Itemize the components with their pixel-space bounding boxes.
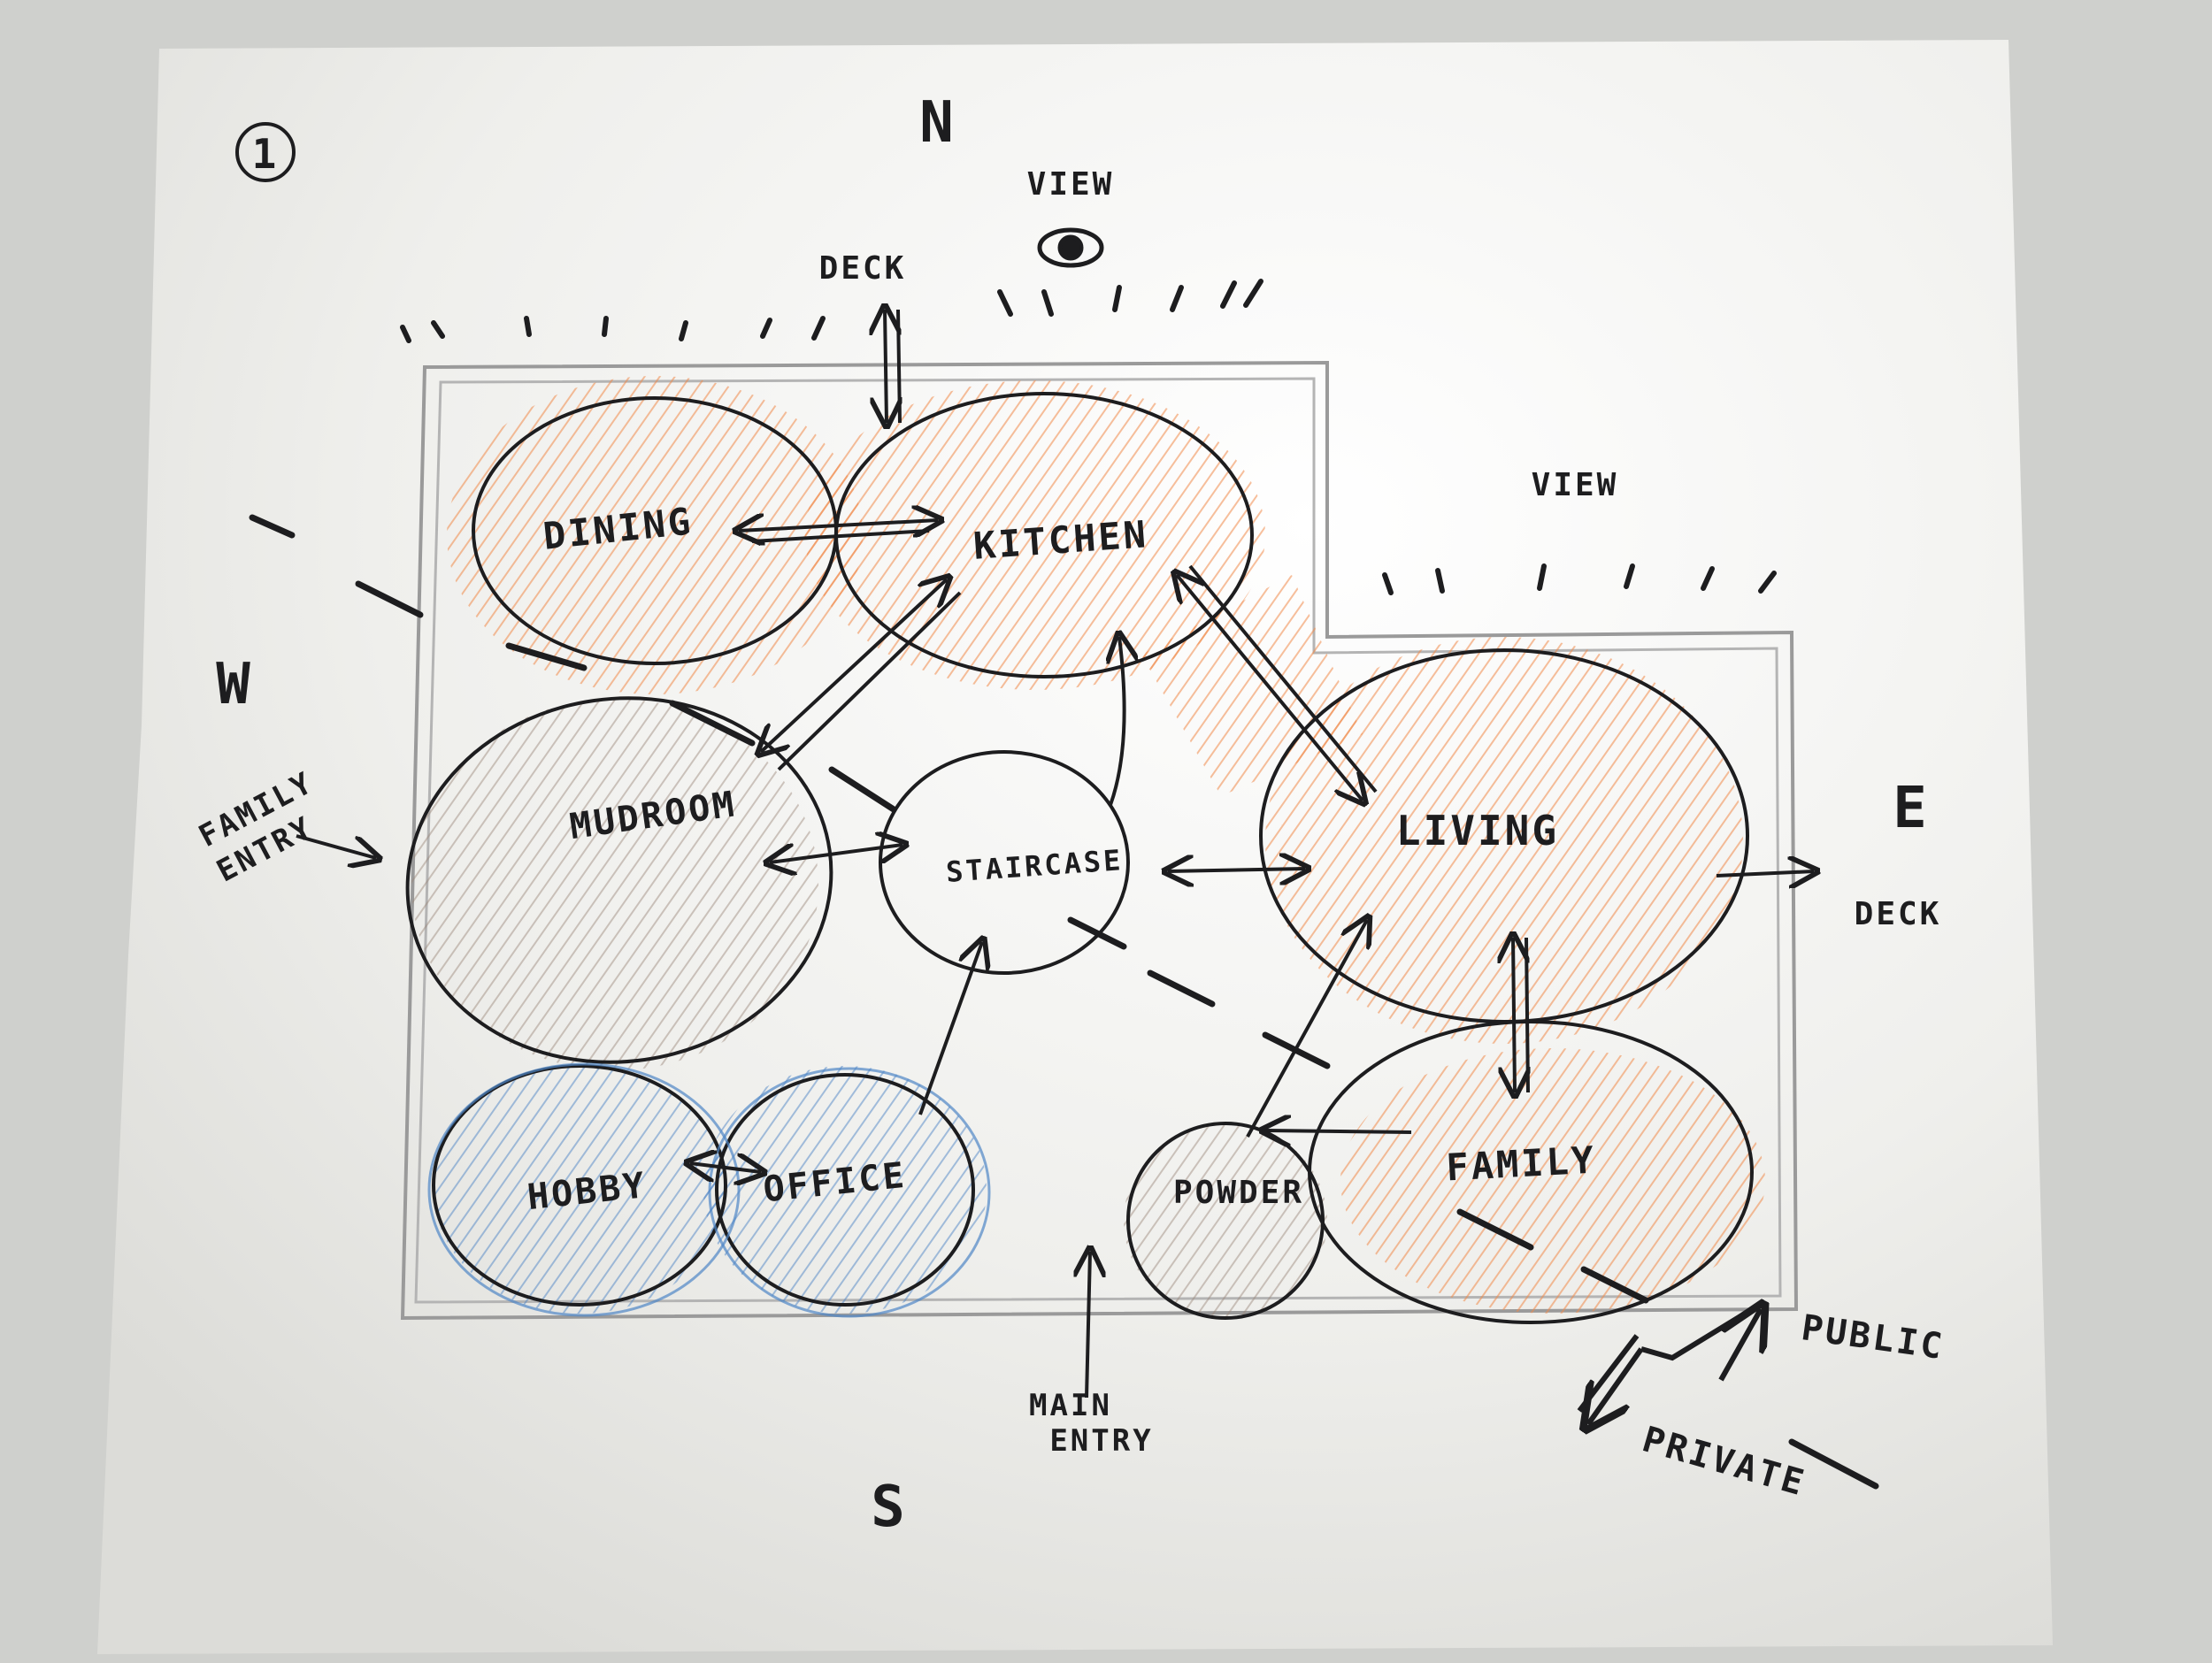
compass-south: S bbox=[871, 1475, 908, 1540]
compass-west: W bbox=[216, 652, 253, 717]
main-entry-label-1: MAIN bbox=[1029, 1388, 1112, 1423]
room-label-family: FAMILY bbox=[1445, 1138, 1597, 1190]
view-east-label: VIEW bbox=[1532, 467, 1619, 503]
room-label-living: LIVING bbox=[1396, 807, 1559, 854]
view-north-label: VIEW bbox=[1027, 166, 1115, 203]
room-label-powder: POWDER bbox=[1173, 1175, 1304, 1211]
sheet-number: 1 bbox=[252, 130, 280, 178]
deck-east-label: DECK bbox=[1855, 896, 1942, 932]
deck-north-label: DECK bbox=[819, 250, 907, 287]
compass-east: E bbox=[1893, 776, 1930, 841]
compass-north: N bbox=[919, 90, 956, 156]
main-entry-label-2: ENTRY bbox=[1049, 1423, 1153, 1459]
